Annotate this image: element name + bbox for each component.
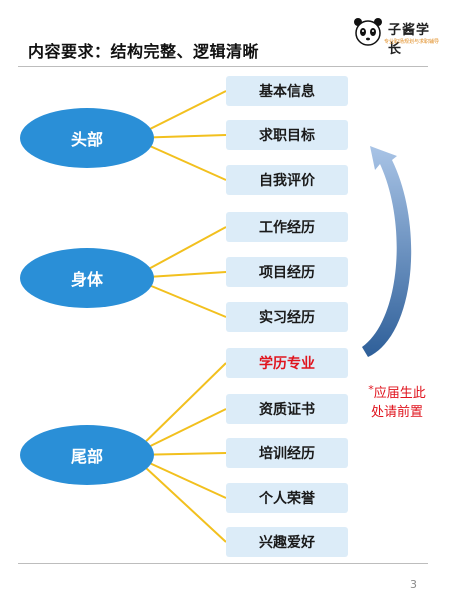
item-box-2-3: 实习经历: [226, 302, 348, 332]
connector-line: [131, 454, 227, 543]
item-box-1-1: 基本信息: [226, 76, 348, 106]
footer-divider: [18, 563, 428, 564]
section-ellipse-2: 身体: [20, 248, 154, 308]
fresh-graduate-note: *应届生此 处请前置: [352, 383, 442, 422]
page-title: 内容要求：结构完整、逻辑清晰: [28, 42, 260, 61]
logo: 子酱学长 专业职场规划与求职辅导: [350, 14, 442, 57]
curved-arrow-icon: [362, 146, 412, 357]
page-number: 3: [410, 578, 417, 591]
item-box-1-2: 求职目标: [226, 120, 348, 150]
section-ellipse-3: 尾部: [20, 425, 154, 485]
connector-line: [131, 362, 227, 456]
note-line-2: 处请前置: [370, 405, 423, 420]
item-box-3-3: 培训经历: [226, 438, 348, 468]
logo-subtitle: 专业职场规划与求职辅导: [384, 39, 440, 45]
logo-name: 子酱学长: [388, 23, 431, 57]
item-box-3-2: 资质证书: [226, 394, 348, 424]
item-box-3-1: 学历专业: [226, 348, 348, 378]
item-box-3-4: 个人荣誉: [226, 483, 348, 513]
item-box-1-3: 自我评价: [226, 165, 348, 195]
panda-logo-icon: [354, 18, 382, 46]
title-divider: [18, 66, 428, 67]
note-star: *: [368, 383, 374, 396]
note-line-1: 应届生此: [373, 386, 426, 401]
item-box-2-1: 工作经历: [226, 212, 348, 242]
item-box-2-2: 项目经历: [226, 257, 348, 287]
item-box-3-5: 兴趣爱好: [226, 527, 348, 557]
section-ellipse-1: 头部: [20, 108, 154, 168]
